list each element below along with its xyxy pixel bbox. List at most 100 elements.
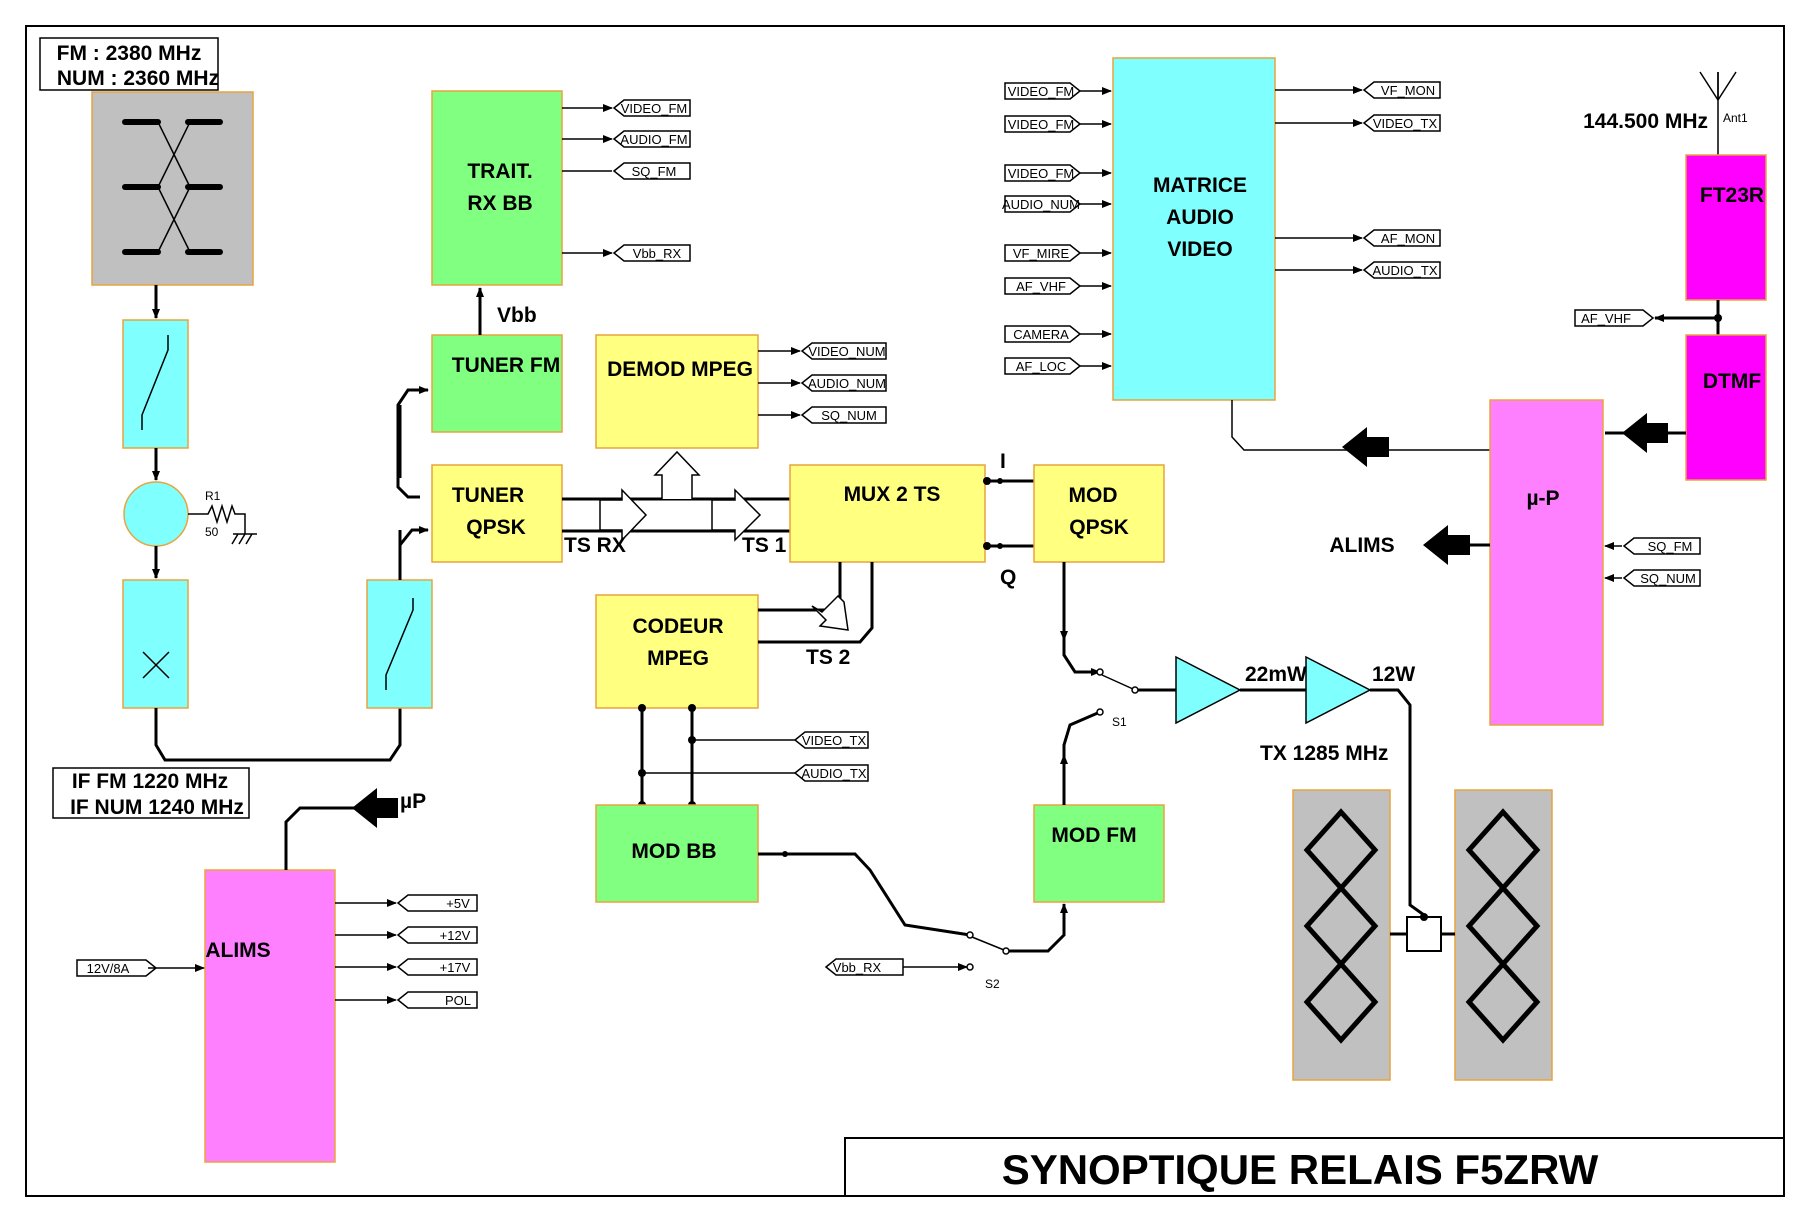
r1-label: R1 <box>205 489 221 503</box>
port-tag <box>1362 114 1441 132</box>
p12-label: 12W <box>1372 663 1415 686</box>
up-bus-arrow-icon <box>352 788 398 828</box>
filter-slope-icon <box>141 335 169 430</box>
antenna-dipole-icon <box>1303 808 1541 1044</box>
duplexer-cross-icon <box>157 121 191 253</box>
ft23r-block <box>1685 154 1767 301</box>
iq-wires <box>983 477 1034 550</box>
port-tag <box>1362 81 1441 99</box>
port-audio-tx: AUDIO_TX <box>1372 263 1437 278</box>
freq-in-box <box>39 37 219 91</box>
vbb-label: Vbb <box>497 304 537 327</box>
port-tag <box>396 926 478 944</box>
freq-vhf-label: 144.500 MHz <box>1583 110 1708 133</box>
up-alim-label: µP <box>400 790 426 813</box>
port-video-fm: VIDEO_FM <box>621 101 687 116</box>
matrice-label-3: VIDEO <box>1167 238 1232 261</box>
port-vbb-rx-in: Vbb_RX <box>833 960 882 975</box>
title-box <box>844 1137 1785 1197</box>
mod-qpsk-label-2: QPSK <box>1069 516 1129 539</box>
tx-antenna-right <box>1454 789 1553 1081</box>
i-label: I <box>1000 450 1006 473</box>
mod-fm-block <box>1033 804 1165 903</box>
trait-output-wires <box>562 104 613 257</box>
dot <box>1714 314 1722 322</box>
port-tag <box>612 244 691 262</box>
demod-label: DEMOD MPEG <box>607 358 753 381</box>
port-sq-fm-up: SQ_FM <box>1648 539 1693 554</box>
ft23r-label: FT23R <box>1700 184 1764 207</box>
port-vf-mon: VF_MON <box>1381 83 1435 98</box>
port-af-vhf: AF_VHF <box>1581 311 1631 326</box>
wire <box>396 386 429 499</box>
port-tag <box>800 342 887 360</box>
mod-bb-wire <box>758 852 971 937</box>
demod-mpeg-block <box>595 334 759 449</box>
if-freq-fm: IF FM 1220 MHz <box>72 770 228 793</box>
port-tag <box>800 374 887 392</box>
port-vbb-rx: Vbb_RX <box>633 246 682 261</box>
port-tag <box>396 991 478 1009</box>
demod-output-wires <box>758 347 801 419</box>
port-audio-fm: AUDIO_FM <box>620 132 687 147</box>
port-tag <box>1004 115 1082 133</box>
duplexer-icon <box>122 119 223 255</box>
ts2-label: TS 2 <box>806 646 850 669</box>
tuner-qpsk-label-2: QPSK <box>466 516 526 539</box>
matrice-input-7: AF_LOC <box>1016 359 1067 374</box>
trait-label-2: RX BB <box>467 192 532 215</box>
resistor-icon <box>188 503 257 545</box>
matrice-input-2: VIDEO_FM <box>1008 166 1074 181</box>
tuner-qpsk-block <box>431 464 563 563</box>
mixer-cross-icon <box>142 651 170 679</box>
port-video-tx-codeur: VIDEO_TX <box>802 733 867 748</box>
alims-arrow-icon <box>1423 525 1470 565</box>
duplexer-block <box>91 91 254 286</box>
bus-arrow-icon <box>1342 427 1389 467</box>
matrice-input-1: VIDEO_FM <box>1008 117 1074 132</box>
codeur-input-wires <box>638 704 795 809</box>
alims-output-wires <box>335 899 397 1004</box>
wire <box>154 708 402 762</box>
port-sq-fm: SQ_FM <box>632 164 677 179</box>
port-17v: +17V <box>440 960 471 975</box>
s2-label: S2 <box>985 977 1000 991</box>
dot <box>782 851 788 857</box>
port-5v: +5V <box>446 896 470 911</box>
s1-label: S1 <box>1112 715 1127 729</box>
port-tag <box>1004 244 1082 262</box>
mod-fm-label: MOD FM <box>1051 824 1136 847</box>
ts2-bus <box>758 562 874 644</box>
matrice-input-4: VF_MIRE <box>1013 246 1070 261</box>
alims-block <box>204 869 336 1163</box>
dtmf-label: DTMF <box>1703 370 1761 393</box>
port-tag <box>1362 229 1441 247</box>
mod-qpsk-block <box>1033 464 1165 563</box>
trait-label-1: TRAIT. <box>467 160 532 183</box>
port-tag <box>1004 325 1082 343</box>
matrice-output-wires <box>1275 86 1363 274</box>
alims-label: ALIMS <box>205 939 270 962</box>
port-video-tx: VIDEO_TX <box>1373 116 1438 131</box>
if-freq-num: IF NUM 1240 MHz <box>70 796 244 819</box>
bandpass-filter-block <box>122 319 189 449</box>
codeur-label-1: CODEUR <box>632 615 723 638</box>
port-tag <box>612 99 691 117</box>
matrice-input-6: CAMERA <box>1013 327 1069 342</box>
port-tag <box>1004 195 1082 213</box>
port-tag <box>1362 261 1441 279</box>
matrice-block <box>1112 57 1276 401</box>
mux-label: MUX 2 TS <box>844 483 941 506</box>
up-input-wires <box>1604 542 1622 582</box>
matrice-label-2: AUDIO <box>1166 206 1234 229</box>
port-video-num: VIDEO_NUM <box>808 344 885 359</box>
dtmf-block <box>1685 334 1767 481</box>
port-tag <box>396 894 478 912</box>
port-tag <box>1004 277 1082 295</box>
port-tag <box>824 958 904 976</box>
if-freq-box <box>52 767 250 819</box>
mod-bb-block <box>595 804 759 903</box>
tuner-qpsk-label-1: TUNER <box>452 484 524 507</box>
matrice-label-1: MATRICE <box>1153 174 1247 197</box>
ts1-label: TS 1 <box>742 534 787 557</box>
